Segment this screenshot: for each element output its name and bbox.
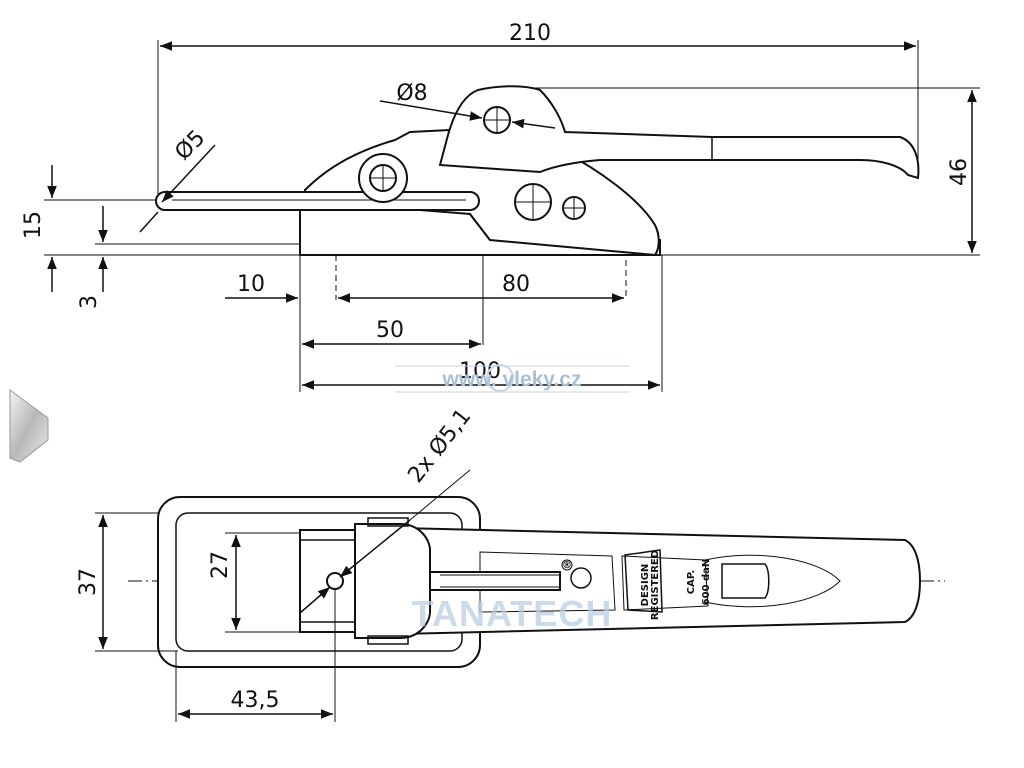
dim-50: 50 xyxy=(376,318,404,343)
label-capacity: CAP. xyxy=(686,570,697,594)
dim-46: 46 xyxy=(947,158,972,186)
dim-100: 100 xyxy=(459,359,501,384)
product-photo-fragment xyxy=(9,389,49,463)
trademark-symbol: ® xyxy=(562,560,572,571)
brand-watermark: TANATECH xyxy=(412,593,613,634)
site-watermark-text: www. vleky.cz xyxy=(442,368,582,391)
lever-handle xyxy=(438,85,920,180)
label-registered: REGISTERED xyxy=(650,550,661,620)
trademark-logo: ® xyxy=(561,559,592,589)
dim-10: 10 xyxy=(237,272,265,297)
top-view: DESIGN REGISTERED CAP. 600 daN ® 37 27 2… xyxy=(76,404,945,722)
dim-43-5: 43,5 xyxy=(231,688,280,713)
dim-15: 15 xyxy=(21,211,46,239)
dim-diameter-5: Ø5 xyxy=(170,125,210,165)
site-watermark: www. vleky.cz xyxy=(395,364,630,393)
dim-diameter-8: Ø8 xyxy=(396,81,427,106)
dim-37: 37 xyxy=(76,568,101,596)
design-registered-stamp: DESIGN REGISTERED xyxy=(624,549,663,620)
lever-top xyxy=(399,526,922,636)
side-view: 210 46 15 3 Ø5 Ø8 10 80 50 100 xyxy=(21,21,980,392)
label-design: DESIGN xyxy=(640,564,651,607)
dim-3: 3 xyxy=(77,295,102,309)
dim-27: 27 xyxy=(208,551,233,579)
dim-2x-diameter-5-1: 2x Ø5,1 xyxy=(403,404,476,487)
hole-top-view xyxy=(326,572,344,590)
label-load: 600 daN xyxy=(701,559,712,606)
capacity-stamp: CAP. 600 daN xyxy=(686,559,712,606)
dim-80: 80 xyxy=(502,272,530,297)
hook-link xyxy=(155,191,480,211)
dim-210: 210 xyxy=(509,21,551,46)
